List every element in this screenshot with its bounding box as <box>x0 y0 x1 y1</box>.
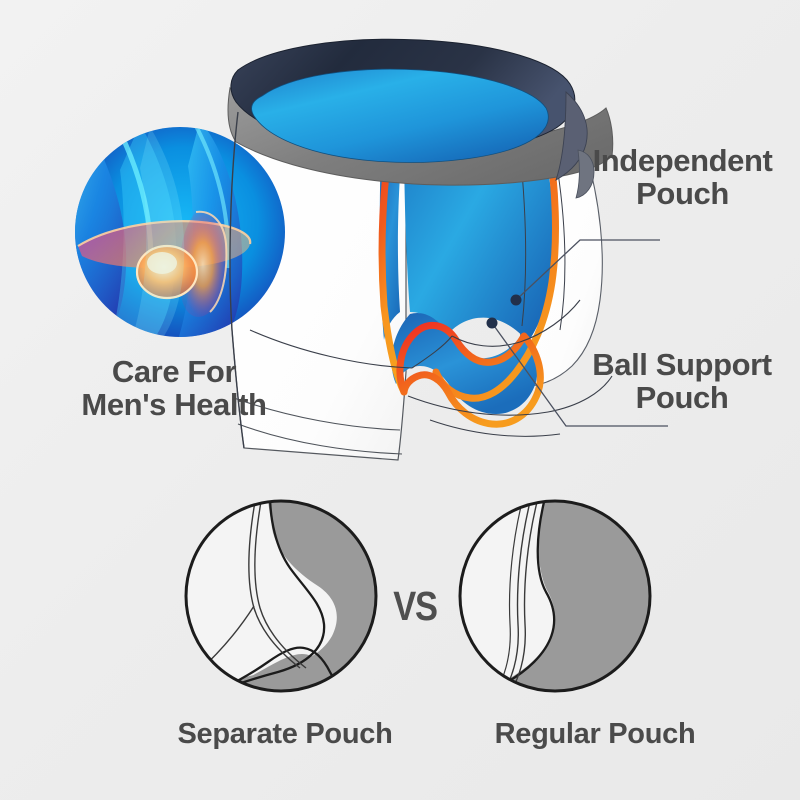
anatomy-glow-orb-core <box>147 252 177 274</box>
callout-label-ball-support-pouch: Ball Support Pouch <box>592 347 772 416</box>
caption-separate-pouch: Separate Pouch <box>177 718 393 750</box>
leader-line-ball-support-pouch <box>491 322 668 427</box>
leader-dot-ball-support-pouch <box>486 317 498 329</box>
waistband-right-notch <box>575 149 595 199</box>
separate-pouch-contour <box>195 501 326 691</box>
garment-hem-line-lower <box>237 423 403 455</box>
garment-seam-2 <box>411 335 453 369</box>
regular-pouch-diagram <box>458 499 652 693</box>
mens-health-label: Care For Men's Health <box>81 354 267 423</box>
callout-label-independent-pouch: Independent Pouch <box>592 143 773 212</box>
separate-pouch-circle-ring <box>184 499 378 693</box>
separate-pouch-seam-b <box>254 501 307 669</box>
regular-pouch-circle-ring <box>458 499 652 693</box>
anatomy-organ-vertical <box>179 211 227 317</box>
garment-seam-5 <box>429 419 561 437</box>
garment-seam-3 <box>451 299 581 347</box>
anatomy-sheen <box>130 127 185 337</box>
garment-left-contour <box>229 111 245 449</box>
separate-pouch-seam-a <box>248 501 301 669</box>
garment-seam-7 <box>555 159 566 331</box>
regular-pouch-gray-mass <box>460 501 650 691</box>
anatomy-glow-orb-ring <box>135 244 199 300</box>
separate-pouch-diagram <box>184 499 378 693</box>
ball-support-pouch-outline <box>396 322 544 428</box>
versus-divider: VS <box>393 583 438 629</box>
separate-pouch-gray-mass <box>186 501 376 691</box>
garment-seam-1 <box>249 329 413 369</box>
callout-leaders <box>486 239 668 427</box>
garment-seam-4 <box>407 375 613 416</box>
caption-regular-pouch: Regular Pouch <box>494 718 696 750</box>
garment-hem-line-upper <box>233 397 401 431</box>
comparison-circles <box>184 499 652 693</box>
regular-pouch-seam-b <box>504 501 540 691</box>
leader-line-independent-pouch <box>515 239 660 301</box>
anatomy-organ-outline <box>195 210 228 313</box>
waistband-opening-interior <box>251 68 549 163</box>
leader-dot-independent-pouch <box>510 294 522 306</box>
pouch-outline-right <box>432 136 559 402</box>
